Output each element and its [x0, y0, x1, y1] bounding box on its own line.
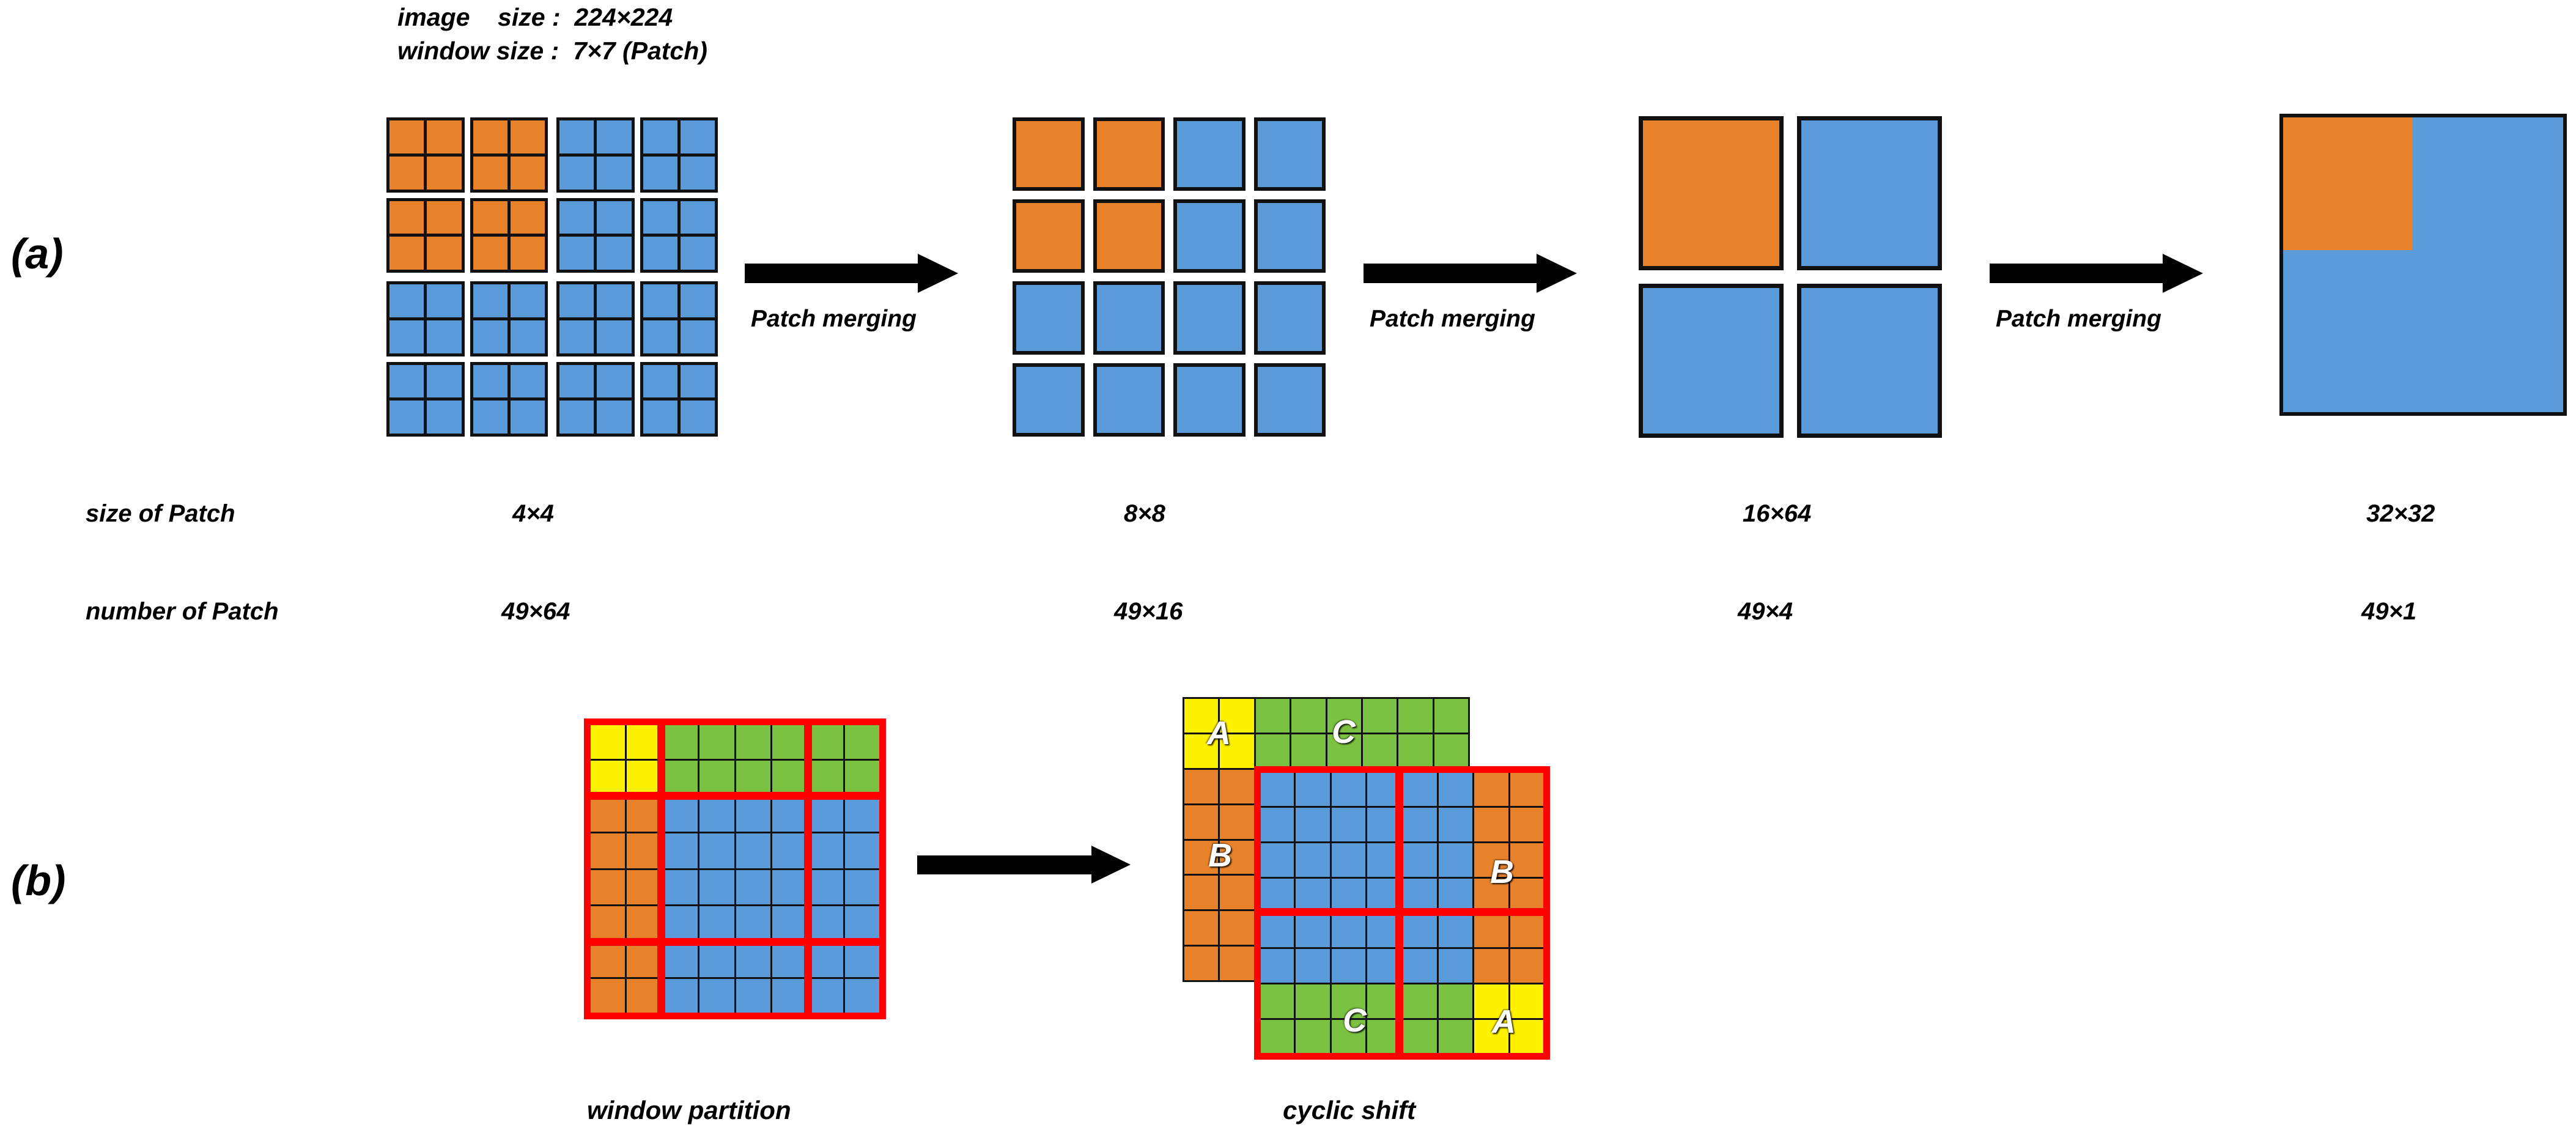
patch-block [1013, 117, 1085, 191]
patch-block [1173, 363, 1246, 437]
patch-block [556, 198, 635, 273]
size-of-patch-label: size of Patch [86, 500, 235, 527]
patch-block [1639, 116, 1784, 270]
patch-block [386, 281, 465, 356]
patch-block [1253, 281, 1326, 355]
size-of-patch-value: 4×4 [512, 500, 554, 527]
patch-merging-arrow-2 [1364, 254, 1581, 293]
number-of-patch-label: number of Patch [86, 598, 279, 625]
cyclic-shift-front-label-b: B [1490, 854, 1514, 890]
size-of-patch-value: 8×8 [1124, 500, 1165, 527]
patch-block [1797, 284, 1942, 438]
patch-block [640, 198, 718, 273]
window-partition-caption: window partition [587, 1096, 791, 1124]
number-of-patch-value: 49×64 [501, 598, 570, 625]
stage-1-quadrant [386, 117, 548, 273]
patch-block [556, 281, 635, 356]
patch-block [556, 117, 635, 193]
patch-block [470, 361, 548, 437]
window-divider-horizontal [584, 792, 886, 800]
number-of-patch-value: 49×16 [1114, 598, 1183, 625]
patch-block [1639, 284, 1784, 438]
patch-block [556, 361, 635, 437]
stage-1-quadrant [556, 281, 718, 437]
number-of-patch-value: 49×4 [1738, 598, 1793, 625]
cyclic-shift-back-label-b: B [1208, 837, 1232, 874]
patch-block [1253, 363, 1326, 437]
number-of-patch-value: 49×1 [2361, 598, 2417, 625]
size-of-patch-value: 32×32 [2366, 500, 2435, 527]
patch-block [640, 361, 718, 437]
patch-block [1093, 199, 1165, 273]
patch-merging-arrow-3 [1990, 254, 2207, 293]
window-divider-vertical [657, 718, 665, 1019]
patch-block [386, 198, 465, 273]
window-divider-horizontal [584, 938, 886, 946]
cyclic-shift-back-label-c: C [1332, 714, 1356, 750]
patch-merging-label-1: Patch merging [751, 306, 917, 332]
patch-block [640, 117, 718, 193]
window-partition-figure [584, 718, 886, 1019]
patch-block [640, 281, 718, 356]
patch-block [1253, 199, 1326, 273]
size-of-patch-value: 16×64 [1743, 500, 1812, 527]
cyclic-shift-caption: cyclic shift [1283, 1096, 1416, 1124]
patch-merging-label-2: Patch merging [1370, 306, 1535, 332]
patch-block [386, 361, 465, 437]
panel-a-label: (a) [11, 230, 64, 278]
patch-block [1253, 117, 1326, 191]
panel-b-label: (b) [11, 857, 66, 904]
patch-block [386, 117, 465, 193]
patch-block [1173, 281, 1246, 355]
stage-3-grid [1639, 116, 1942, 438]
stage-1-grid [386, 117, 718, 437]
cyclic-shift-arrow [917, 846, 1137, 884]
patch-block [1797, 116, 1942, 270]
patch-merging-arrow-1 [745, 254, 962, 293]
patch-block [1093, 363, 1165, 437]
patch-merging-label-3: Patch merging [1996, 306, 2161, 332]
window-divider-vertical [804, 718, 812, 1019]
cyclic-shift-figure: A C B B C A [1183, 697, 1562, 1088]
stage-1-quadrant [556, 117, 718, 273]
window-border-outer [584, 718, 886, 1019]
stage-4-block [2279, 114, 2567, 416]
cyclic-shift-front-label-c: C [1343, 1002, 1367, 1039]
stage-4-orange-corner [2283, 117, 2412, 250]
stage-1-quadrant [386, 281, 548, 437]
patch-block [1173, 117, 1246, 191]
patch-block [1173, 199, 1246, 273]
patch-block [1093, 117, 1165, 191]
window-partition-grid [588, 723, 882, 1015]
cyclic-shift-back-label-a: A [1207, 715, 1231, 751]
patch-block [1093, 281, 1165, 355]
patch-block [1013, 281, 1085, 355]
patch-block [470, 281, 548, 356]
patch-block [1013, 199, 1085, 273]
patch-block [470, 198, 548, 273]
cyclic-shift-front-label-a: A [1492, 1003, 1516, 1040]
stage-2-grid [1013, 117, 1326, 437]
shifted-window-divider-horizontal [1254, 908, 1550, 916]
image-size-label: image size : 224×224 [397, 3, 673, 31]
patch-block [1013, 363, 1085, 437]
patch-block [470, 117, 548, 193]
window-size-label: window size : 7×7 (Patch) [397, 37, 707, 65]
